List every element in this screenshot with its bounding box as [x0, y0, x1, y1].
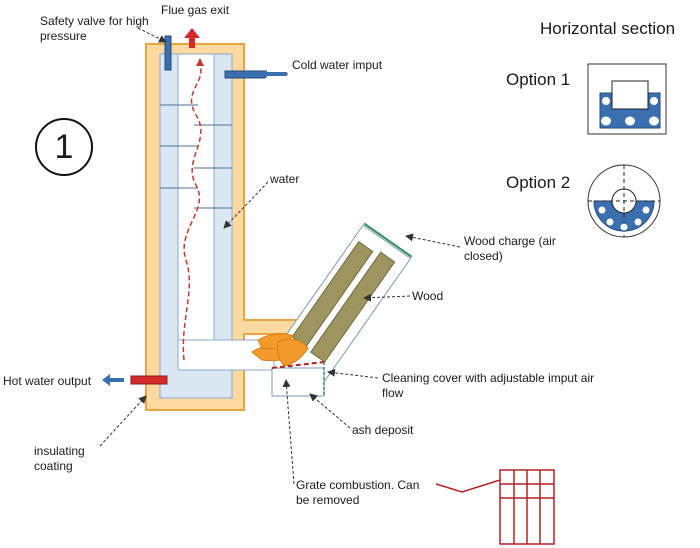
- grate-line: [271, 361, 325, 369]
- diagram-number: 1: [35, 118, 93, 176]
- wood-log-2: [310, 251, 396, 363]
- water-chamber: [159, 53, 275, 399]
- flue-gas-path: [182, 65, 202, 361]
- wood-magazine: [271, 222, 413, 389]
- hot-water-output-label: Hot water output: [3, 374, 92, 388]
- ash-deposit-label: ash deposit: [352, 423, 414, 437]
- flue-gas-exit-label: Flue gas exit: [161, 3, 230, 17]
- safety-valve-label: Safety valve for high pressure: [40, 14, 149, 43]
- insulating-coating-label: insulating coating: [34, 444, 85, 473]
- option1-section: [587, 63, 667, 135]
- cleaning-cover-label: Cleaning cover with adjustable imput air…: [382, 371, 595, 400]
- horizontal-section-title: Horizontal section: [540, 19, 676, 38]
- wood-label: Wood: [412, 289, 444, 303]
- cleaning-cover-box: [271, 367, 325, 397]
- safety-valve: [164, 35, 172, 71]
- grate-label: Grate combustion. Can be removed: [296, 478, 420, 507]
- cold-water-input-label: Cold water imput: [292, 58, 383, 72]
- option2-section: [587, 164, 661, 238]
- option1-label: Option 1: [506, 70, 571, 89]
- wood-charge-label: Wood charge (air closed): [464, 234, 556, 263]
- hot-water-pipe: [130, 375, 168, 385]
- flue-gas-exit-arrow: [184, 28, 200, 48]
- hot-water-arrow: [102, 374, 124, 386]
- cold-water-pipe: [224, 70, 266, 79]
- water-label: water: [270, 172, 300, 186]
- baffles: [160, 104, 232, 209]
- flames: [251, 333, 309, 367]
- option2-label: Option 2: [506, 173, 571, 192]
- flue-gas-arrowhead: [196, 58, 204, 66]
- removable-grate: [435, 469, 555, 545]
